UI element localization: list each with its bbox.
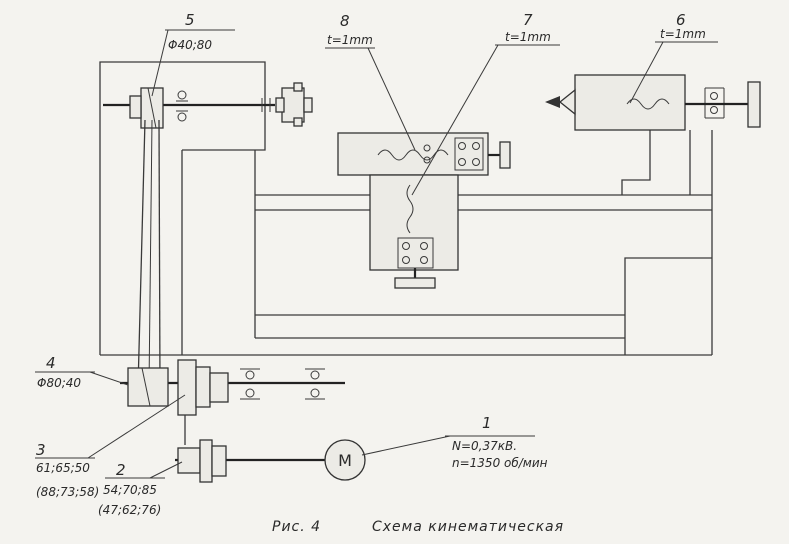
label-ref-4: 4	[46, 354, 56, 372]
headstock-spindle	[103, 82, 313, 129]
label-screw-7: t=1mm	[505, 30, 551, 44]
label-pulley-4: Φ80;40	[37, 376, 81, 390]
chuck	[275, 82, 313, 127]
label-gear-2-line1: 54;70;85	[103, 483, 157, 497]
label-screw-8: t=1mm	[327, 33, 373, 47]
tailstock-handwheel	[747, 81, 761, 128]
label-ref-5: 5	[185, 11, 195, 29]
motor	[324, 439, 366, 481]
label-motor-speed: n=1350 об/мин	[452, 456, 548, 470]
figure-number: Рис. 4	[272, 519, 321, 535]
saddle-handwheel	[394, 277, 436, 289]
cross-slide-bearings	[454, 137, 484, 171]
label-ref-8: 8	[340, 12, 350, 30]
intermediate-shaft	[120, 359, 345, 416]
label-motor-power: N=0,37кВ.	[452, 439, 517, 453]
gear-block-2	[177, 447, 201, 474]
figure-title: Схема кинематическая	[372, 519, 564, 535]
shaft-bearing-right	[305, 368, 325, 400]
belt	[137, 119, 161, 389]
label-screw-6: t=1mm	[660, 27, 706, 41]
lathe-frame	[99, 61, 713, 356]
shaft-bearing-left	[240, 368, 260, 400]
leader-lines	[35, 29, 718, 479]
pulley-4	[127, 367, 169, 407]
cross-slide-handwheel	[499, 141, 511, 169]
tailstock	[545, 74, 761, 131]
motor-shaft: M	[175, 415, 366, 483]
saddle	[369, 174, 459, 271]
spindle-bearing-right	[261, 98, 271, 112]
label-gear-3-line2: (88;73;58)	[36, 485, 99, 499]
label-ref-2: 2	[116, 461, 126, 479]
spindle-bearing-left	[176, 90, 188, 122]
label-ref-1: 1	[482, 414, 492, 432]
label-gear-2-line2: (47;62;76)	[98, 503, 161, 517]
gear-block-3	[177, 359, 197, 416]
cross-slide	[337, 132, 489, 176]
label-ref-6: 6	[676, 11, 686, 29]
label-gear-3-line1: 61;65;50	[36, 461, 90, 475]
label-pulley-5: Φ40;80	[168, 38, 212, 52]
label-ref-3: 3	[36, 441, 46, 459]
motor-symbol: M	[338, 451, 352, 470]
label-ref-7: 7	[523, 11, 533, 29]
